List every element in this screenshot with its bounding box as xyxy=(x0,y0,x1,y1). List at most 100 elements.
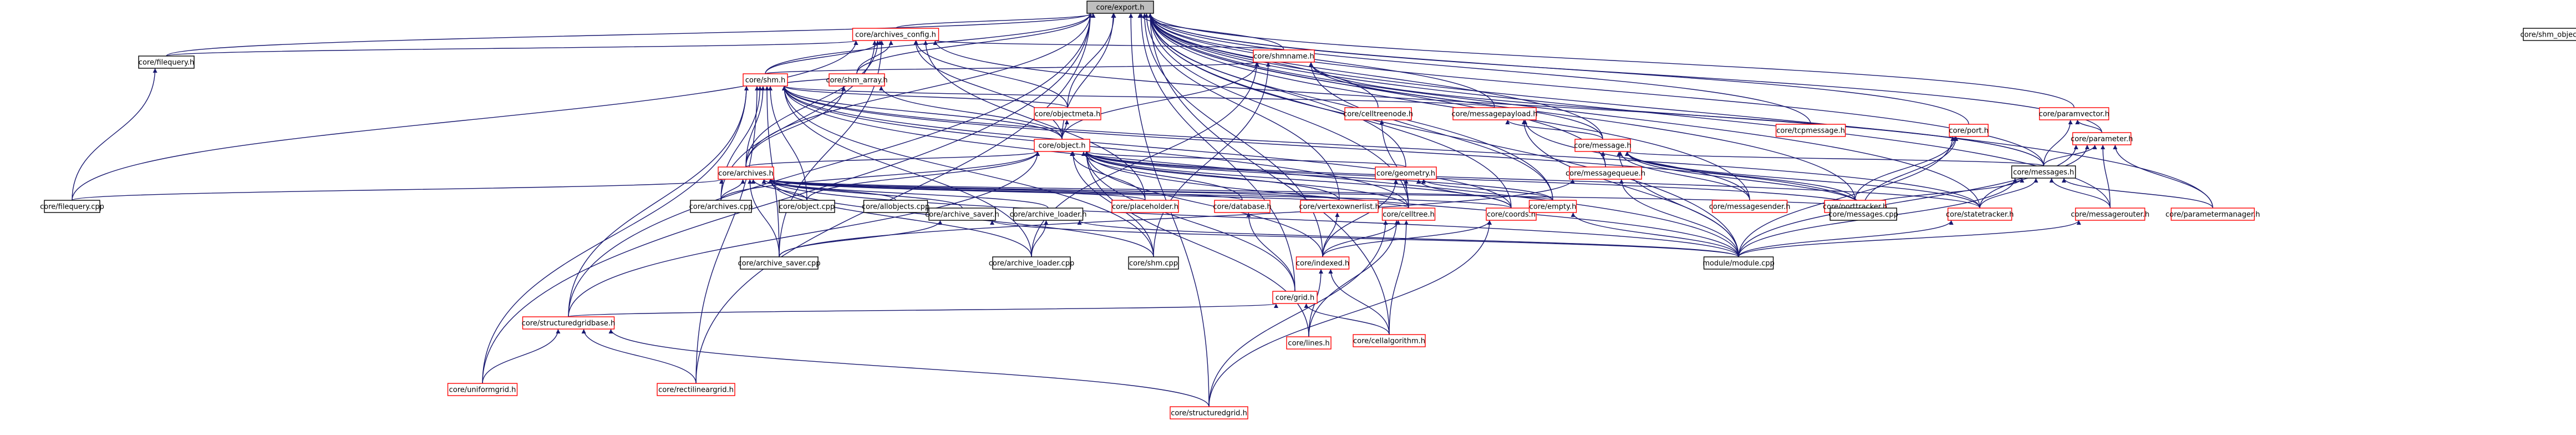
node-box xyxy=(863,200,928,213)
edge-indexed-to-geometry xyxy=(1322,179,1398,257)
node-shm-cpp[interactable]: core/shm.cpp xyxy=(1128,256,1179,270)
edge-shm_cpp-to-shm_h xyxy=(782,85,1154,257)
node-tcpmessage[interactable]: core/tcpmessage.h xyxy=(1775,124,1846,137)
edge-statetracker-to-object_h xyxy=(1084,151,1980,209)
node-filequery-cpp[interactable]: core/filequery.cpp xyxy=(40,200,104,213)
edge-filequery_cpp-to-archives_h xyxy=(72,179,724,201)
node-shmname[interactable]: core/shmname.h xyxy=(1253,49,1315,63)
node-box xyxy=(743,73,788,87)
node-structuredgrid[interactable]: core/structuredgrid.h xyxy=(1170,406,1248,419)
node-geometry[interactable]: core/geometry.h xyxy=(1375,166,1437,180)
node-shm-h[interactable]: core/shm.h xyxy=(743,73,788,87)
node-shm-object[interactable]: core/shm_object. xyxy=(2521,28,2576,41)
edge-parameter-to-paramvector xyxy=(2075,119,2102,133)
node-objectmeta[interactable]: core/objectmeta.h xyxy=(1034,107,1101,120)
node-label: core/indexed.h xyxy=(1296,260,1349,268)
node-label: core/archives_config.h xyxy=(855,31,936,39)
node-placeholder[interactable]: core/placeholder.h xyxy=(1111,200,1179,213)
node-archive-loader-h[interactable]: core/archive_loader.h xyxy=(1009,208,1087,221)
edge-module_cpp-to-parameter xyxy=(1738,144,2079,257)
node-parameter[interactable]: core/parameter.h xyxy=(2071,132,2133,145)
node-archive-loader-cpp[interactable]: core/archive_loader.cpp xyxy=(989,256,1074,270)
node-filequery-h[interactable]: core/filequery.h xyxy=(138,55,195,69)
edge-messages_h-to-parameter xyxy=(2043,144,2097,166)
node-box xyxy=(1286,336,1332,350)
edge-empty-to-shmname xyxy=(1309,62,1553,201)
edge-message_h-to-messagepayload xyxy=(1505,119,1603,140)
node-grid[interactable]: core/grid.h xyxy=(1272,291,1318,304)
node-label: core/archives.h xyxy=(718,170,773,178)
edge-porttracker-to-message_h xyxy=(1625,151,1856,201)
node-messages-h[interactable]: core/messages.h xyxy=(2011,165,2076,179)
node-box xyxy=(1272,291,1318,304)
node-label: core/object.h xyxy=(1039,142,1086,150)
node-label: core/database.h xyxy=(1213,203,1271,211)
node-parametermanager[interactable]: core/parametermanager.h xyxy=(2166,208,2260,221)
node-box xyxy=(1703,256,1774,270)
edge-shm_array-to-export xyxy=(856,13,1093,74)
node-label: core/object.cpp xyxy=(779,203,835,211)
node-statetracker[interactable]: core/statetracker.h xyxy=(1946,208,2014,221)
node-archives-h[interactable]: core/archives.h xyxy=(718,166,774,180)
edge-object_h-to-shm_h xyxy=(782,85,1063,140)
node-allobjects[interactable]: core/allobjects.cpp xyxy=(862,200,929,213)
node-archives-cpp[interactable]: core/archives.cpp xyxy=(689,200,753,213)
node-structuredgridbase[interactable]: core/structuredgridbase.h xyxy=(522,316,616,330)
edge-structuredgridbase-to-grid xyxy=(568,303,1278,317)
node-label: core/shm_object. xyxy=(2521,31,2576,39)
node-archive-saver-h[interactable]: core/archive_saver.h xyxy=(925,208,999,221)
node-box xyxy=(718,166,774,180)
node-vertexownerlist[interactable]: core/vertexownerlist.h xyxy=(1299,200,1380,213)
node-export[interactable]: core/export.h xyxy=(1086,1,1154,14)
edge-archive_loader_h-to-archives_h xyxy=(768,179,1049,209)
node-celltreenode[interactable]: core/celltreenode.h xyxy=(1343,107,1413,120)
node-label: core/geometry.h xyxy=(1376,170,1435,178)
edge-messages_h-to-archives_config xyxy=(933,40,2044,166)
node-indexed[interactable]: core/indexed.h xyxy=(1295,256,1350,270)
node-messagepayload[interactable]: core/messagepayload.h xyxy=(1451,107,1538,120)
node-coords[interactable]: core/coords.h xyxy=(1486,208,1537,221)
edge-archive_saver_cpp-to-archives_config xyxy=(779,40,884,257)
node-database[interactable]: core/database.h xyxy=(1213,200,1272,213)
node-paramvector[interactable]: core/paramvector.h xyxy=(2039,107,2110,120)
edge-messagequeue-to-export xyxy=(1148,13,1606,168)
edge-paramvector-to-export xyxy=(1148,13,2075,108)
node-box xyxy=(1375,166,1437,180)
edge-rectilineargrid-to-export xyxy=(695,13,1093,384)
node-uniformgrid[interactable]: core/uniformgrid.h xyxy=(447,383,518,396)
node-lines[interactable]: core/lines.h xyxy=(1286,336,1332,350)
edge-rectilineargrid-to-shm_h xyxy=(695,85,759,384)
edge-grid-to-database xyxy=(1246,212,1295,292)
node-label: core/shm.cpp xyxy=(1129,260,1178,268)
node-messagesender[interactable]: core/messagesender.h xyxy=(1709,200,1791,213)
node-messagerouter[interactable]: core/messagerouter.h xyxy=(2071,208,2150,221)
node-object-cpp[interactable]: core/object.cpp xyxy=(779,200,835,213)
node-module-cpp[interactable]: module/module.cpp xyxy=(1703,256,1775,270)
node-messagequeue[interactable]: core/messagequeue.h xyxy=(1566,166,1645,180)
node-port[interactable]: core/port.h xyxy=(1949,124,1989,137)
node-archive-saver-cpp[interactable]: core/archive_saver.cpp xyxy=(738,256,821,270)
edge-messagepayload-to-shm_h xyxy=(782,85,1495,108)
node-messages-cpp[interactable]: core/messages.cpp xyxy=(1828,208,1898,221)
node-label: core/messagerouter.h xyxy=(2071,211,2150,219)
edge-module_cpp-to-messagerouter xyxy=(1738,220,2081,257)
node-label: module/module.cpp xyxy=(1703,260,1775,268)
node-rectilineargrid[interactable]: core/rectilineargrid.h xyxy=(657,383,735,396)
edge-messages_cpp-to-port xyxy=(1863,136,1959,209)
node-box xyxy=(740,256,819,270)
edge-cellalgorithm-to-indexed xyxy=(1328,269,1390,335)
node-empty[interactable]: core/empty.h xyxy=(1528,200,1577,213)
edge-indexed-to-celltree xyxy=(1322,220,1401,257)
edge-celltree-to-object_h xyxy=(1084,151,1409,209)
node-shm-array[interactable]: core/shm_array.h xyxy=(826,73,888,87)
node-archives-config[interactable]: core/archives_config.h xyxy=(852,28,939,41)
edge-indexed-to-coords xyxy=(1322,220,1492,257)
node-cellalgorithm[interactable]: core/cellalgorithm.h xyxy=(1353,334,1426,347)
node-box xyxy=(2011,165,2076,179)
edge-lines-to-object_h xyxy=(1084,151,1309,337)
node-object-h[interactable]: core/object.h xyxy=(1034,139,1090,152)
node-celltree[interactable]: core/celltree.h xyxy=(1381,208,1436,221)
edge-empty-to-geometry xyxy=(1421,179,1553,201)
node-message-h[interactable]: core/message.h xyxy=(1574,139,1632,152)
node-box xyxy=(522,316,615,330)
